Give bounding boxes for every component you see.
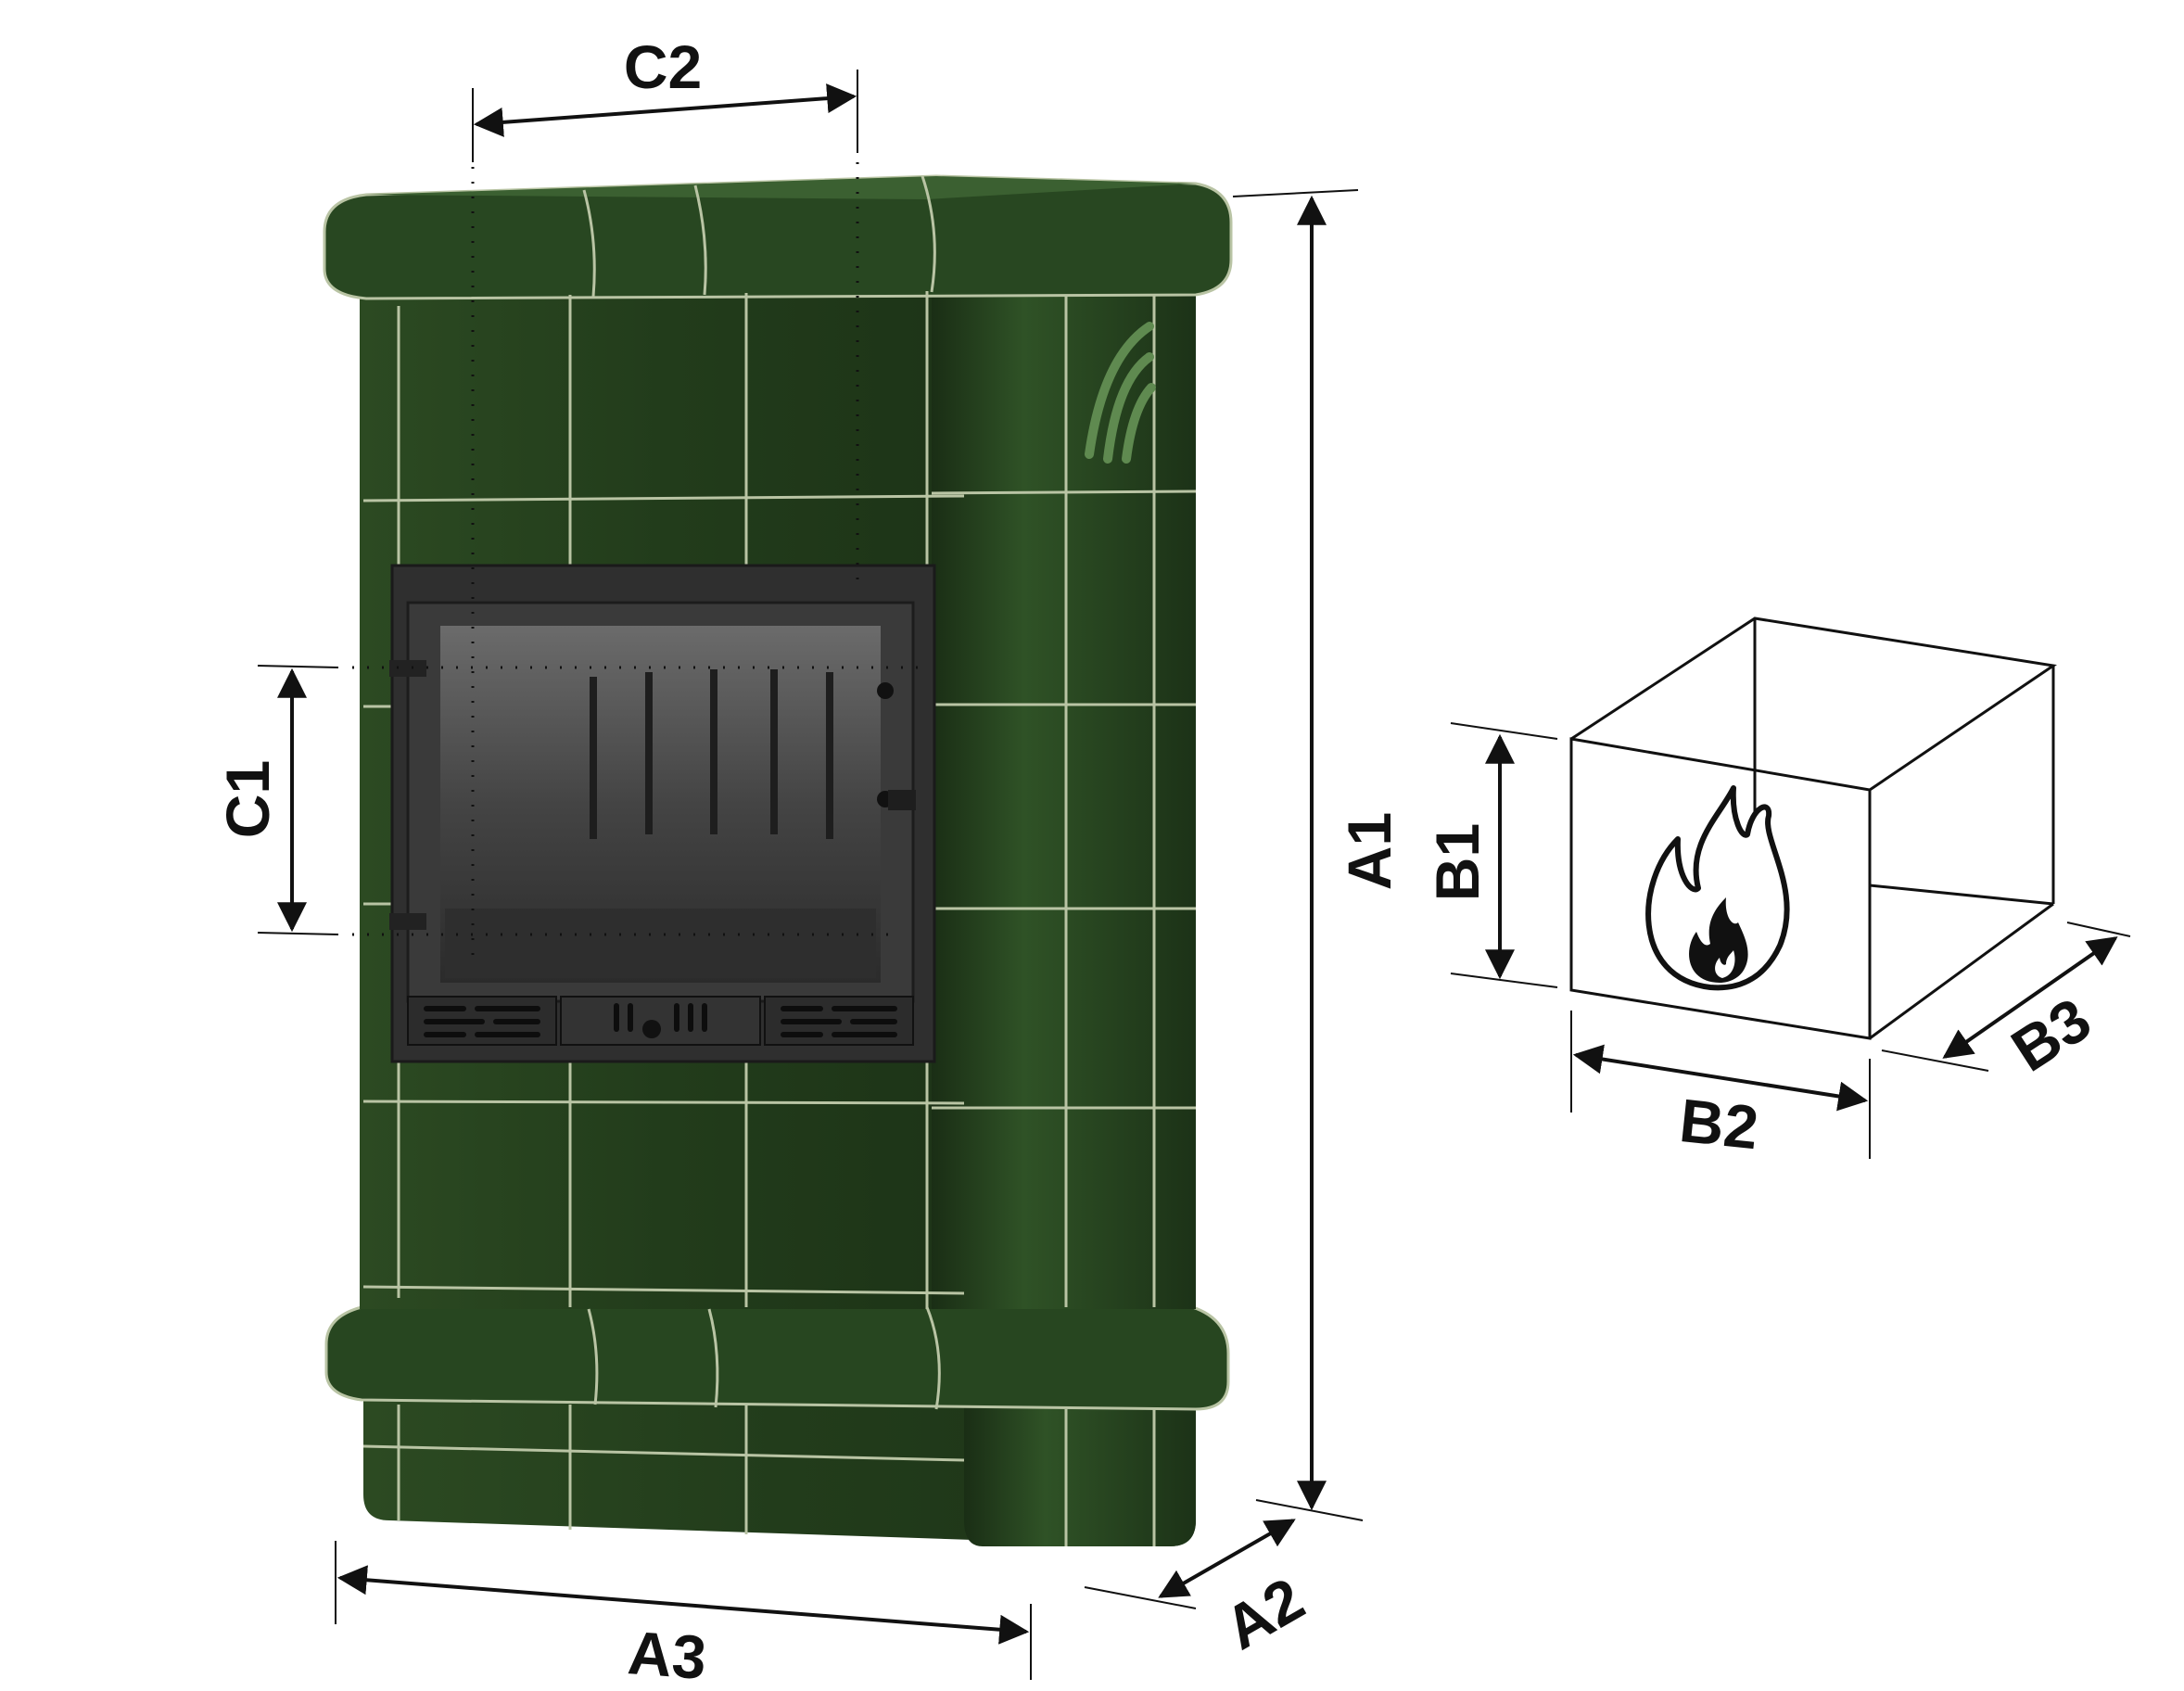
b1-extension-bottom	[1450, 973, 1558, 988]
door-handle-top	[877, 682, 894, 699]
box-back-top	[1570, 617, 2057, 792]
stove-top-cornice	[323, 174, 1233, 300]
vent-slots	[424, 1003, 897, 1037]
box-back-bottom-right	[1869, 884, 2054, 906]
firebox-door	[389, 564, 936, 1063]
ash-drawer-knob	[642, 1020, 661, 1038]
c2-dimension-line	[473, 83, 857, 137]
label-b1: B1	[1423, 823, 1492, 901]
label-b3: B3	[2000, 985, 2102, 1085]
c1-extension-bottom	[257, 932, 339, 935]
label-c2: C2	[624, 32, 702, 101]
label-b2: B2	[1677, 1086, 1762, 1162]
door-latch	[888, 790, 916, 810]
label-a3: A3	[626, 1618, 708, 1691]
label-c1: C1	[213, 760, 282, 838]
stove-base-cornice	[324, 1303, 1230, 1411]
firebox-volume-diagram	[1569, 617, 2057, 1040]
door-hinge-top	[389, 660, 426, 677]
stove-base-side	[964, 1395, 1196, 1546]
tiled-stove	[323, 174, 1233, 1546]
b3-extension-front	[1881, 1049, 1989, 1072]
a3-dimension-line	[336, 1565, 1030, 1645]
c1-extension-top	[257, 665, 339, 668]
b3-dimension-line	[1942, 936, 2118, 1059]
door-hinge-bottom	[389, 913, 426, 930]
side-tile-grout	[931, 295, 1197, 1546]
firebox-interior-ribs	[590, 669, 833, 839]
ash-drawer	[560, 996, 761, 1046]
box-dimension-lines	[1450, 722, 2131, 1159]
a2-extension-back	[1084, 1586, 1197, 1609]
a2-dimension-line	[1158, 1519, 1296, 1598]
b1-extension-top	[1450, 722, 1558, 740]
side-relief-ornament	[1085, 322, 1156, 464]
a1-extension-bottom	[1255, 1499, 1364, 1521]
stove-top-surface	[366, 176, 1196, 199]
label-a1: A1	[1335, 812, 1403, 890]
a1-extension-top	[1232, 189, 1359, 197]
stove-dimension-lines	[257, 70, 1364, 1680]
b3-extension-back	[2066, 922, 2131, 937]
label-a2: A2	[1213, 1564, 1314, 1662]
cornice-seams	[582, 175, 941, 1410]
firebox-grate	[445, 909, 876, 978]
stove-body-side	[932, 289, 1196, 1309]
flame-icon	[1645, 785, 1790, 991]
box-front-face	[1569, 737, 1872, 1040]
b2-dimension-line	[1572, 1044, 1869, 1112]
